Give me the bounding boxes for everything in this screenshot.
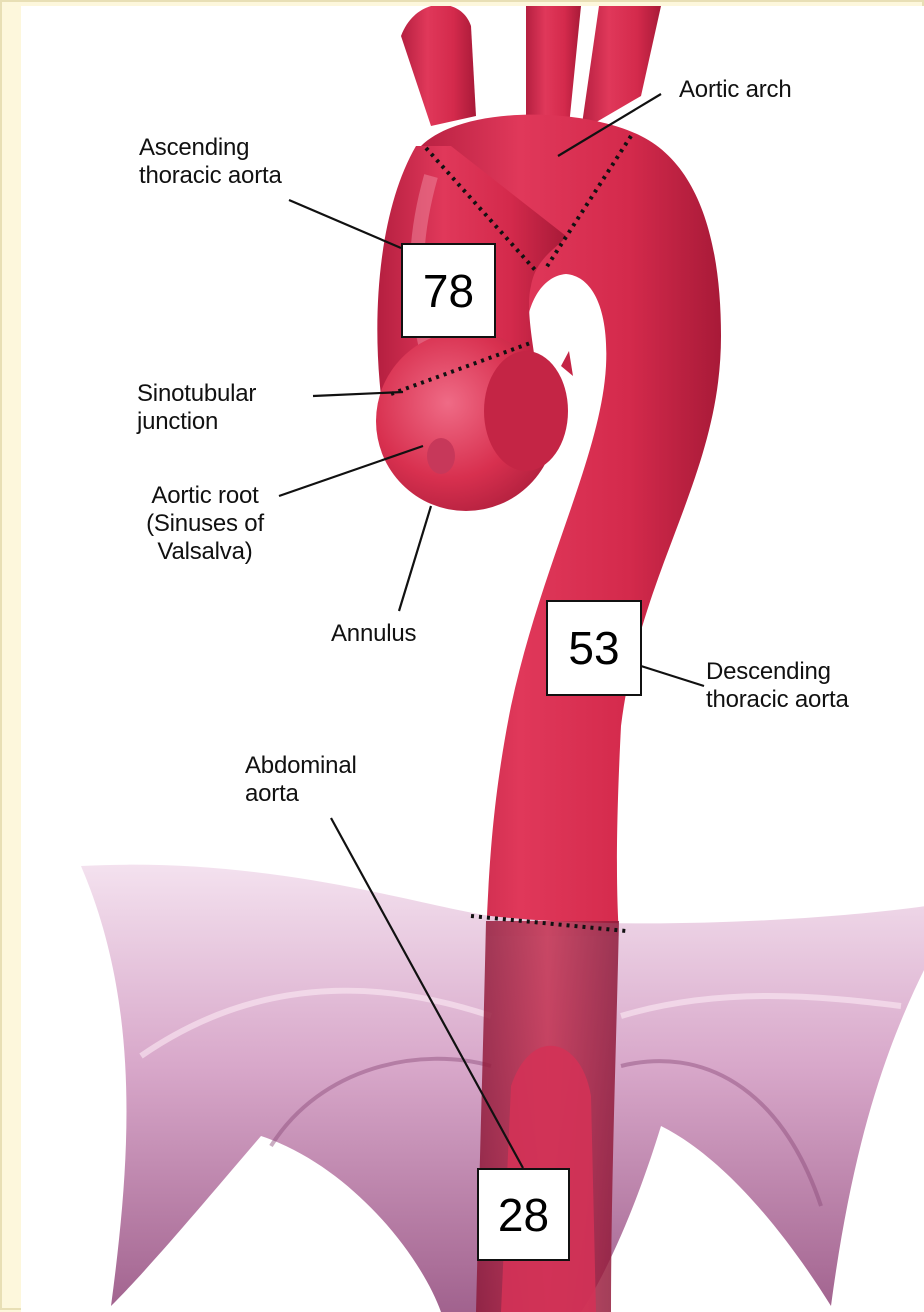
label-aortic-arch: Aortic arch bbox=[679, 76, 792, 104]
label-sinotubular-junction: Sinotubular junction bbox=[137, 380, 256, 436]
ascending-number-box: 78 bbox=[401, 243, 496, 338]
label-aortic-root: Aortic root (Sinuses of Valsalva) bbox=[125, 482, 285, 566]
illustration-canvas: Aortic arch Ascending thoracic aorta Sin… bbox=[21, 6, 924, 1312]
arch-branches bbox=[401, 6, 661, 131]
label-ascending-thoracic-aorta: Ascending thoracic aorta bbox=[139, 134, 282, 190]
label-descending-thoracic-aorta: Descending thoracic aorta bbox=[706, 658, 849, 714]
descending-number-box: 53 bbox=[546, 600, 642, 696]
label-abdominal-aorta: Abdominal aorta bbox=[245, 752, 357, 808]
aortic-root-shape bbox=[376, 331, 573, 511]
abdominal-number-box: 28 bbox=[477, 1168, 570, 1261]
label-annulus: Annulus bbox=[331, 620, 416, 648]
